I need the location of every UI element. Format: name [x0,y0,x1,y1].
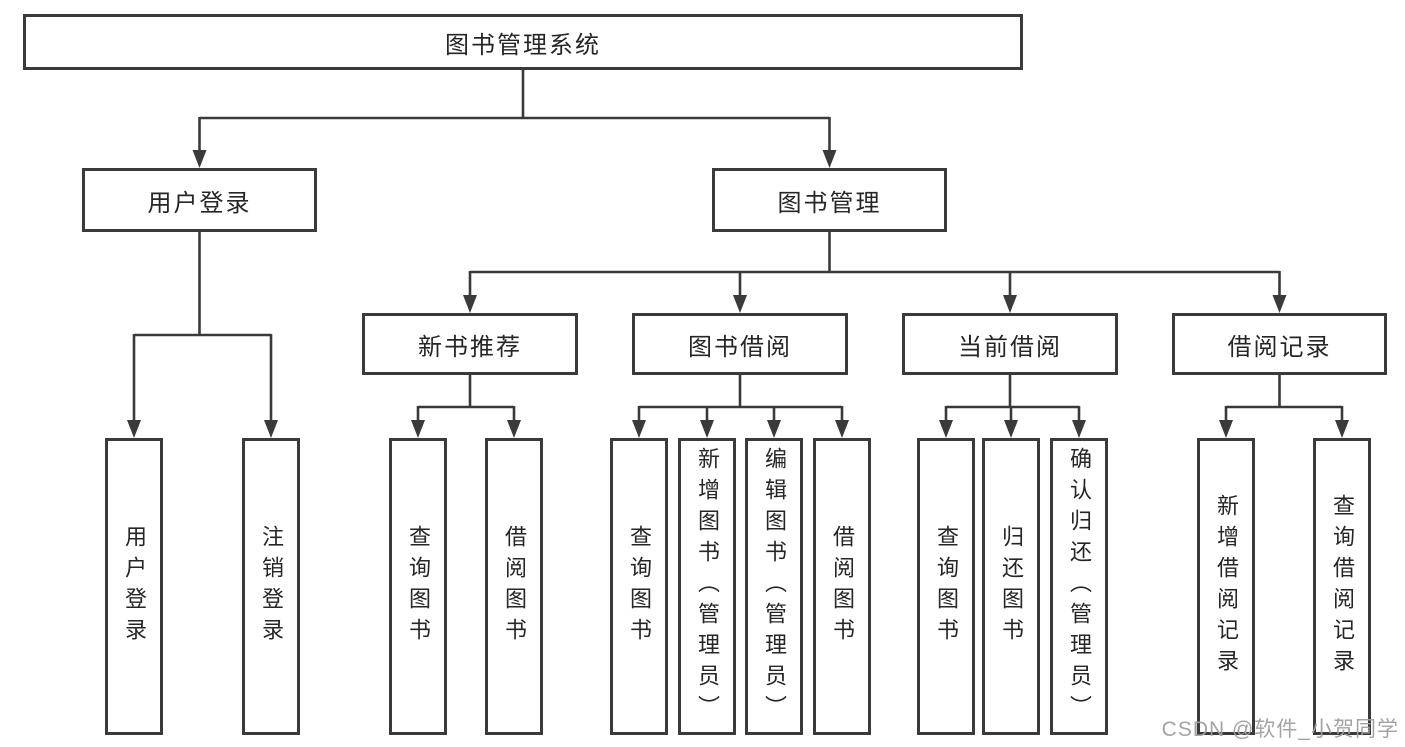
leaf-return-books: 归还图书 [982,438,1040,735]
leaf-confirm-return-admin: 确认归还（管理员） [1050,438,1108,735]
leaf-borrow-books-label: 借阅图书 [830,524,855,649]
leaf-edit-books-admin: 编辑图书（管理员） [745,438,803,735]
node-borrowing-records-label: 借阅记录 [1227,333,1332,361]
node-current-borrowing: 当前借阅 [902,313,1118,375]
leaf-query-books-current: 查询图书 [917,438,975,735]
node-root-label: 图书管理系统 [445,31,601,59]
leaf-query-books-recommend-label: 查询图书 [406,524,431,649]
node-user-login: 用户登录 [82,168,317,232]
leaf-query-books-borrowing: 查询图书 [610,438,668,735]
node-new-book-recommend: 新书推荐 [362,313,578,375]
leaf-user-login: 用户登录 [105,438,163,735]
csdn-watermark: CSDN @软件_小贺同学 [1161,718,1399,741]
node-user-login-label: 用户登录 [147,189,252,217]
leaf-borrow-books: 借阅图书 [813,438,871,735]
leaf-add-books-admin-label: 新增图书（管理员） [695,447,720,726]
leaf-query-borrow-record-label: 查询借阅记录 [1330,493,1355,680]
leaf-add-books-admin: 新增图书（管理员） [678,438,736,735]
node-current-borrowing-label: 当前借阅 [958,333,1062,361]
leaf-borrow-books-recommend-label: 借阅图书 [502,524,527,649]
leaf-query-books-recommend: 查询图书 [389,438,447,735]
leaf-logout-label: 注销登录 [259,524,284,649]
node-book-management-label: 图书管理 [777,189,882,217]
node-root: 图书管理系统 [23,14,1023,70]
leaf-add-borrow-record: 新增借阅记录 [1197,438,1255,735]
leaf-logout: 注销登录 [242,438,300,735]
leaf-query-books-current-label: 查询图书 [934,524,959,649]
leaf-query-books-borrowing-label: 查询图书 [627,524,652,649]
leaf-edit-books-admin-label: 编辑图书（管理员） [762,447,787,726]
leaf-borrow-books-recommend: 借阅图书 [485,438,543,735]
leaf-query-borrow-record: 查询借阅记录 [1313,438,1371,735]
leaf-user-login-label: 用户登录 [122,524,147,649]
node-new-book-recommend-label: 新书推荐 [418,333,522,361]
leaf-add-borrow-record-label: 新增借阅记录 [1214,493,1239,680]
node-book-borrowing-label: 图书借阅 [688,333,792,361]
leaf-confirm-return-admin-label: 确认归还（管理员） [1067,447,1092,726]
leaf-return-books-label: 归还图书 [999,524,1024,649]
node-book-management: 图书管理 [712,168,947,232]
node-book-borrowing: 图书借阅 [632,313,848,375]
node-borrowing-records: 借阅记录 [1172,313,1387,375]
